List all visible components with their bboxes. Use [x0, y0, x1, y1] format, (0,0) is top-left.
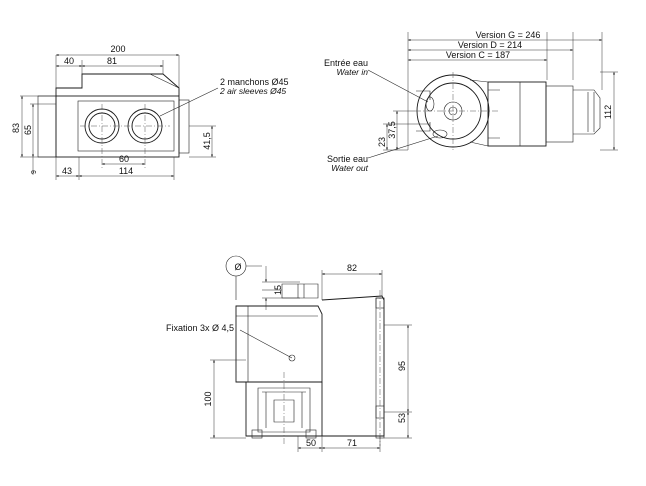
dim-base-width: 114 — [119, 166, 133, 176]
inlet-label-en: Water in — [337, 67, 369, 77]
dim-version-c: Version C = 187 — [446, 50, 510, 60]
front-view: 200 40 81 83 65 9 41,5 43 60 114 2 manch… — [11, 44, 289, 180]
dim-left-offset: 40 — [64, 56, 74, 66]
top-view: Ø 15 82 Fixation 3x Ø 4,5 — [166, 255, 412, 452]
dim-version-d: Version D = 214 — [458, 40, 522, 50]
dim-base-side: 9 — [31, 170, 38, 174]
dim-total-width: 200 — [110, 44, 125, 54]
dim-82: 82 — [347, 263, 357, 273]
dim-23: 23 — [377, 137, 387, 147]
inlet-label-fr: Entrée eau — [324, 58, 368, 68]
fixation-label: Fixation 3x Ø 4,5 — [166, 323, 234, 333]
dim-height-center: 41,5 — [202, 132, 212, 150]
side-view: Version G = 246 Version D = 214 Version … — [324, 30, 618, 173]
dim-height-total: 83 — [11, 123, 21, 133]
dim-hole-spacing: 60 — [119, 154, 129, 164]
dim-version-g: Version G = 246 — [476, 30, 541, 40]
dim-100: 100 — [203, 391, 213, 406]
front-top-housing — [55, 73, 180, 96]
dim-53: 53 — [397, 413, 407, 423]
front-right-flange — [178, 99, 190, 154]
sleeve-label-en: 2 air sleeves Ø45 — [219, 86, 286, 96]
top-body — [235, 305, 323, 383]
outlet-label-en: Water out — [331, 163, 368, 173]
dim-bottom-offset: 43 — [62, 166, 72, 176]
dim-95: 95 — [397, 361, 407, 371]
dim-height-112: 112 — [603, 105, 613, 119]
front-body-outline — [55, 95, 180, 158]
dim-top-width: 81 — [107, 56, 117, 66]
dim-height-inner: 65 — [23, 125, 33, 135]
dim-50: 50 — [306, 438, 316, 448]
front-left-flange — [37, 95, 57, 158]
dim-37-5: 37,5 — [387, 121, 397, 139]
sleeve-label-fr: 2 manchons Ø45 — [220, 77, 289, 87]
dim-diameter-symbol: Ø — [234, 262, 241, 272]
motor-body — [487, 81, 547, 147]
dim-71: 71 — [347, 438, 357, 448]
outlet-label-fr: Sortie eau — [327, 154, 368, 164]
